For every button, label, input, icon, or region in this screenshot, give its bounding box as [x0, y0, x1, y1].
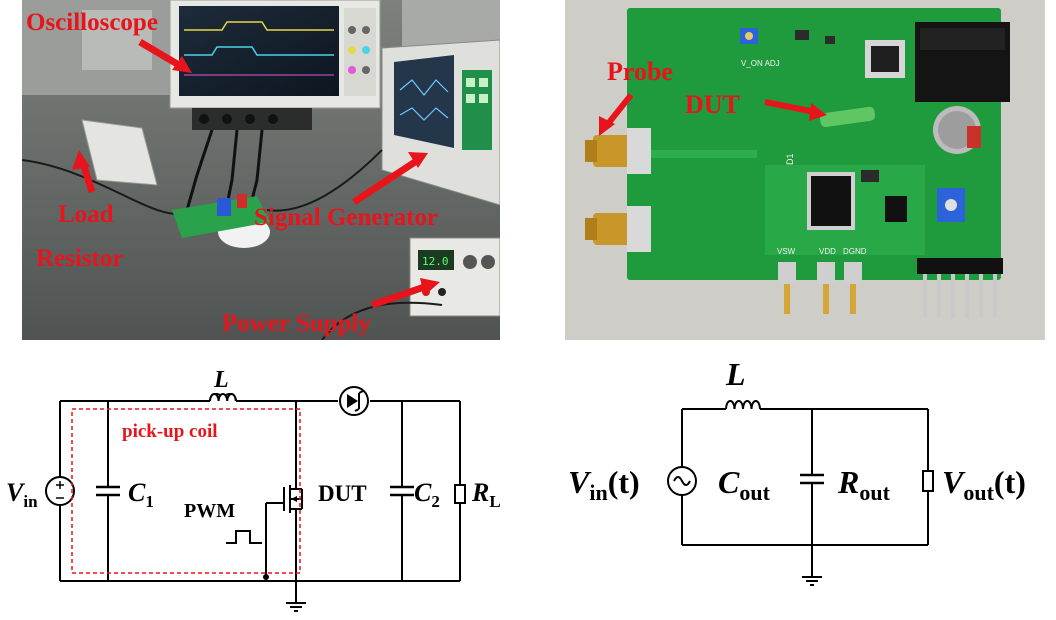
c2-label: C2 — [414, 478, 440, 511]
dut-label: DUT — [318, 481, 367, 506]
resistor-rout — [922, 470, 934, 492]
vin-t-label: Vin(t) — [568, 464, 640, 505]
header-pins — [917, 258, 1003, 318]
test-pins — [778, 262, 862, 314]
bench-photo: 12.0 — [22, 0, 500, 340]
circuit-wires — [59, 400, 461, 603]
test-circuit-schematic: L pick-up coil Vin C1 PWM DUT C2 RL — [0, 345, 540, 620]
pick-up-coil-region — [71, 408, 301, 574]
load-resistor-box — [81, 119, 158, 186]
inductor-label: L — [213, 367, 229, 393]
capacitor-c2 — [390, 485, 414, 497]
rl-label: RL — [471, 478, 501, 511]
resistor-label: Resistor — [36, 245, 123, 272]
test-board — [22, 129, 443, 340]
load-label: Load — [58, 201, 114, 228]
silk-vdd: VDD — [819, 247, 836, 256]
signal-generator-label: Signal Generator — [254, 204, 438, 231]
silk-v-on-adj: V_ON ADJ — [741, 59, 780, 68]
capacitor-c1 — [96, 485, 120, 497]
bench-arrows — [72, 38, 440, 309]
pwm-label: PWM — [184, 500, 235, 522]
power-supply-label: Power Supply — [222, 310, 371, 337]
sma-connector-probe — [585, 128, 651, 174]
pick-up-coil-label: pick-up coil — [122, 421, 218, 442]
pwm-pulse-icon — [226, 530, 262, 544]
oscilloscope-instrument — [169, 0, 381, 130]
resistor-rl — [454, 484, 466, 504]
oscilloscope-screen — [179, 6, 339, 96]
vout-t-label: Vout(t) — [942, 464, 1026, 505]
dut-arrow — [764, 99, 816, 115]
vin-label: Vin — [6, 478, 38, 511]
equivalent-circuit: L Vin(t) Cout Rout Vout(t) — [550, 345, 1056, 620]
diode-symbol — [339, 386, 369, 416]
svg-text:12.0: 12.0 — [422, 255, 449, 268]
cout-label: Cout — [718, 464, 771, 505]
power-supply-instrument: 12.0 — [409, 237, 500, 317]
silk-vsw: VSW — [777, 247, 796, 256]
ground-symbol — [802, 576, 822, 586]
capacitor-cout — [800, 473, 824, 485]
mosfet — [811, 176, 851, 226]
sma-connector-second — [585, 206, 651, 252]
rout-label: Rout — [837, 464, 891, 505]
silk-d1: D1 — [785, 153, 795, 165]
inductor-label: L — [725, 356, 746, 392]
inductor-L — [725, 400, 761, 410]
c1-label: C1 — [128, 478, 154, 511]
equivalent-wires — [681, 408, 929, 577]
oscilloscope-label: Oscilloscope — [26, 9, 158, 36]
voltage-source-vin — [45, 476, 75, 506]
probe-arrow — [604, 93, 634, 127]
silk-dgnd: DGND — [843, 247, 867, 256]
ac-source-vin — [667, 466, 697, 496]
dut-label: DUT — [685, 90, 740, 119]
probe-label: Probe — [607, 57, 673, 86]
dut-component — [819, 106, 876, 128]
pcb-photo: VSW VDD DGND V_ON ADJ D1 Probe DUT — [565, 0, 1045, 340]
ground-symbol — [286, 602, 306, 612]
